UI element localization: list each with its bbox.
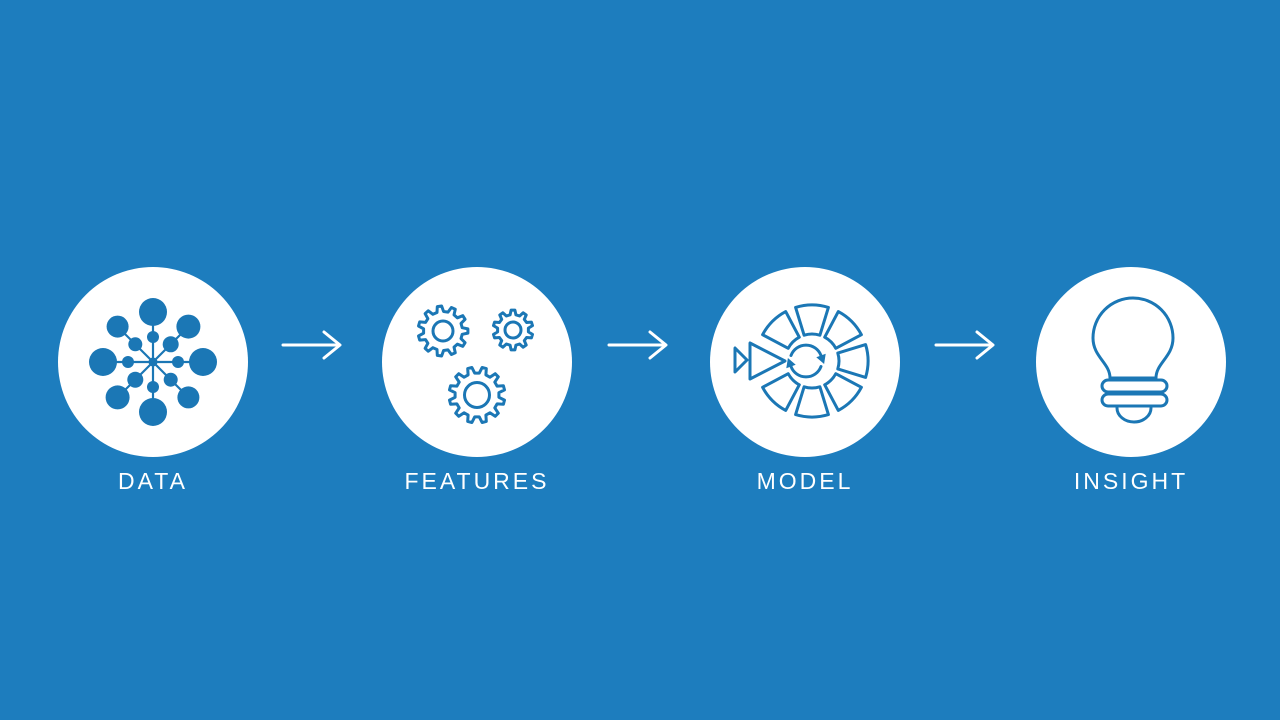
step-model: MODEL [710, 267, 900, 497]
step-label: FEATURES [404, 468, 550, 494]
model-iteration-icon [733, 303, 870, 419]
step-label: MODEL [756, 468, 854, 494]
step-circle [382, 267, 572, 457]
data-network-icon [89, 298, 217, 426]
step-circle [710, 267, 900, 457]
right-arrow-icon [934, 330, 995, 360]
step-features: FEATURES [382, 267, 572, 497]
lightbulb-icon [1091, 296, 1175, 424]
right-arrow-icon [607, 330, 668, 360]
step-insight: INSIGHT [1036, 267, 1226, 497]
step-label: DATA [118, 468, 188, 494]
gears-icon [417, 304, 534, 424]
step-data: DATA [58, 267, 248, 497]
step-circle [1036, 267, 1226, 457]
right-arrow-icon [281, 330, 342, 360]
step-label: INSIGHT [1073, 468, 1189, 494]
step-circle [58, 267, 248, 457]
